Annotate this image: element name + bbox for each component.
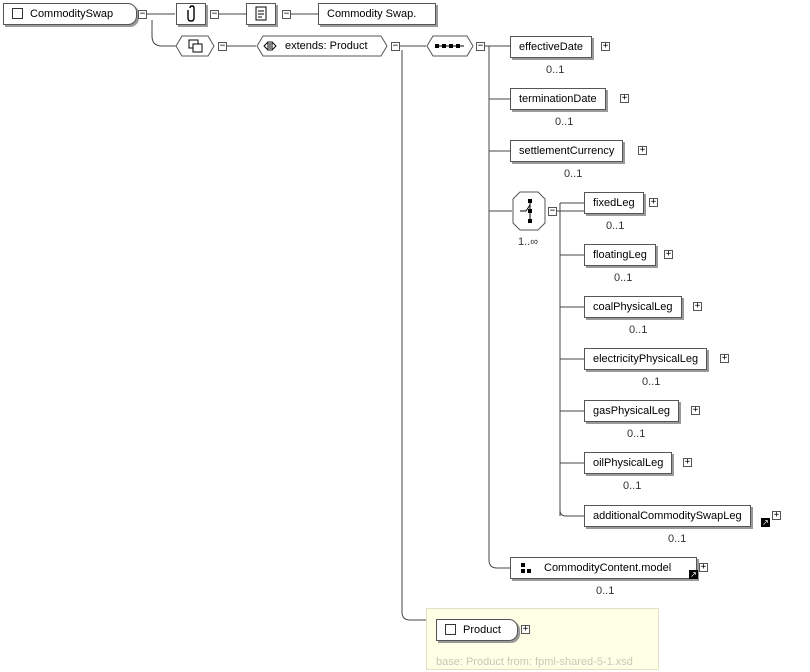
root-element-label: CommoditySwap — [30, 8, 114, 20]
expand-effectivedate-toggle[interactable]: + — [601, 41, 610, 51]
element-label: settlementCurrency — [519, 145, 615, 157]
element-fixedleg[interactable]: fixedLeg — [584, 192, 644, 214]
extension-box — [256, 35, 388, 57]
reference-arrow-icon: ↗ — [761, 518, 770, 527]
extension-label: extends: Product — [285, 40, 368, 52]
expand-settlementcurrency-toggle[interactable]: + — [638, 145, 647, 155]
element-label: effectiveDate — [519, 41, 584, 53]
expand-terminationdate-toggle[interactable]: + — [620, 93, 629, 103]
annotation-text-label: Commodity Swap. — [327, 8, 417, 20]
element-label: fixedLeg — [593, 197, 635, 209]
root-element-commodityswap[interactable]: CommoditySwap — [3, 3, 137, 25]
model-group-icon — [521, 563, 531, 573]
base-element-label: Product — [463, 624, 501, 636]
group-label: CommodityContent.model — [544, 562, 672, 574]
expand-floatingleg-toggle[interactable]: + — [664, 249, 673, 259]
collapse-extension-toggle[interactable]: − — [391, 41, 400, 51]
expand-coalphysicalleg-toggle[interactable]: + — [693, 301, 702, 311]
element-settlementcurrency[interactable]: settlementCurrency — [510, 140, 624, 162]
element-label: electricityPhysicalLeg — [593, 353, 699, 365]
cardinality-label: 0..1 — [555, 116, 574, 128]
element-label: oilPhysicalLeg — [593, 457, 664, 469]
collapse-complex-type-toggle[interactable]: − — [218, 41, 227, 51]
element-label: additionalCommoditySwapLeg — [593, 510, 742, 522]
element-label: gasPhysicalLeg — [593, 405, 671, 417]
element-coalphysicalleg[interactable]: coalPhysicalLeg — [584, 296, 682, 318]
element-electricityphysicalleg[interactable]: electricityPhysicalLeg — [584, 348, 708, 370]
expand-product-toggle[interactable]: + — [521, 624, 530, 634]
expand-fixedleg-toggle[interactable]: + — [649, 197, 658, 207]
base-type-note: base: Product from: fpml-shared-5-1.xsd — [436, 656, 633, 668]
cardinality-label: 0..1 — [614, 272, 633, 284]
expand-electricityphysicalleg-toggle[interactable]: + — [720, 353, 729, 363]
collapse-annotation-toggle[interactable]: − — [210, 9, 219, 19]
annotation-icon — [176, 3, 206, 25]
cardinality-label: 0..1 — [627, 428, 646, 440]
element-effectivedate[interactable]: effectiveDate — [510, 36, 593, 58]
element-icon — [12, 8, 23, 19]
element-label: terminationDate — [519, 93, 597, 105]
annotation-text: Commodity Swap. — [318, 3, 436, 25]
collapse-choice-toggle[interactable]: − — [548, 206, 557, 216]
cardinality-label: 0..1 — [596, 585, 615, 597]
expand-group-toggle[interactable]: + — [699, 562, 708, 572]
base-element-product[interactable]: Product — [436, 619, 518, 641]
element-terminationdate[interactable]: terminationDate — [510, 88, 606, 110]
group-commoditycontent-model[interactable]: CommodityContent.model — [510, 557, 697, 579]
choice-compositor-icon — [512, 191, 546, 231]
sequence-compositor-icon — [426, 35, 474, 57]
element-oilphysicalleg[interactable]: oilPhysicalLeg — [584, 452, 673, 474]
cardinality-label: 0..1 — [606, 220, 625, 232]
complex-type-icon — [175, 35, 215, 57]
documentation-icon — [246, 3, 276, 25]
element-icon — [445, 624, 456, 635]
cardinality-label: 0..1 — [668, 533, 687, 545]
expand-oilphysicalleg-toggle[interactable]: + — [683, 457, 692, 467]
element-additionalcommodityswapleg[interactable]: additionalCommoditySwapLeg — [584, 505, 751, 527]
expand-additionalcommodityswapleg-toggle[interactable]: + — [772, 510, 781, 520]
element-label: coalPhysicalLeg — [593, 301, 673, 313]
cardinality-label: 0..1 — [642, 376, 661, 388]
cardinality-label: 0..1 — [564, 168, 583, 180]
cardinality-label: 0..1 — [629, 324, 648, 336]
reference-arrow-icon: ↗ — [689, 570, 698, 579]
expand-gasphysicalleg-toggle[interactable]: + — [691, 405, 700, 415]
element-gasphysicalleg[interactable]: gasPhysicalLeg — [584, 400, 680, 422]
collapse-documentation-toggle[interactable]: − — [282, 9, 291, 19]
element-floatingleg[interactable]: floatingLeg — [584, 244, 656, 266]
collapse-sequence-toggle[interactable]: − — [476, 41, 485, 51]
collapse-root-toggle[interactable]: − — [138, 9, 147, 19]
choice-cardinality-label: 1..∞ — [518, 236, 539, 248]
element-label: floatingLeg — [593, 249, 647, 261]
cardinality-label: 0..1 — [623, 480, 642, 492]
cardinality-label: 0..1 — [546, 64, 565, 76]
